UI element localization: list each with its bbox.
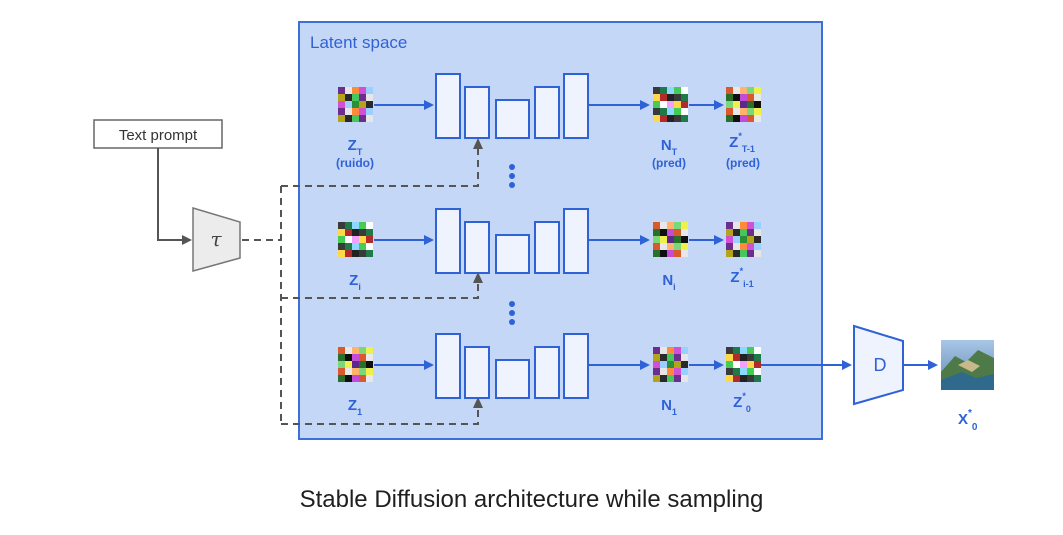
latent-input-noise — [338, 222, 373, 257]
output-main: X — [958, 411, 968, 428]
denoised-latent — [726, 347, 761, 382]
denoised-latent — [726, 87, 761, 122]
decoder-symbol: D — [874, 355, 887, 375]
encoder-symbol: τ — [210, 227, 222, 251]
out-label-sup: * — [738, 131, 742, 141]
ellipsis-dots-top — [509, 164, 515, 188]
predicted-noise — [653, 87, 688, 122]
unet-block — [534, 346, 560, 399]
unet-block — [563, 208, 589, 274]
pred-label: N1 — [661, 397, 677, 417]
out-label-main: Z — [730, 269, 739, 286]
pred-label-sub: i — [673, 282, 676, 292]
out-note: (pred) — [726, 156, 760, 170]
unet-blocks — [435, 208, 589, 274]
pred-label-main: N — [661, 137, 672, 154]
conditioning-arrowheads — [473, 138, 483, 408]
pred-label-main: N — [661, 397, 672, 414]
input-label-sub: T — [357, 147, 363, 157]
out-label: Z* i-1 — [730, 266, 753, 289]
unet-block — [563, 73, 589, 139]
input-label: Z1 — [348, 397, 362, 417]
output-label: X*0 — [958, 408, 978, 433]
out-label-sub: T-1 — [742, 144, 755, 154]
unet-block — [495, 359, 530, 399]
unet-block — [534, 86, 560, 139]
pred-label-sub: 1 — [672, 407, 677, 417]
text-encoder-shape — [192, 206, 241, 272]
unet-block — [435, 333, 461, 399]
text-prompt-box — [93, 119, 223, 149]
latent-input-noise — [338, 87, 373, 122]
unet-block — [435, 208, 461, 274]
input-label: Zi — [349, 272, 361, 292]
input-label-main: Z — [348, 397, 357, 414]
output-sup: * — [968, 408, 972, 419]
out-label-main: Z — [733, 394, 742, 411]
conditioning-lines — [242, 147, 479, 425]
latent-space-title: Latent space — [310, 33, 407, 52]
out-label-sup: * — [742, 391, 746, 401]
pred-label: NT — [661, 137, 678, 157]
pred-label-sub: T — [672, 147, 678, 157]
unet-block — [435, 73, 461, 139]
unet-blocks — [435, 73, 589, 139]
out-label-sub: i-1 — [743, 279, 754, 289]
output-image — [941, 340, 994, 390]
ellipsis-dots-bottom — [509, 301, 515, 325]
unet-block — [563, 333, 589, 399]
text-prompt-label: Text prompt — [119, 127, 198, 144]
latent-input-noise — [338, 347, 373, 382]
predicted-noise — [653, 222, 688, 257]
pred-note: (pred) — [652, 156, 686, 170]
out-label: Z*T-1 — [729, 131, 755, 154]
prompt-to-encoder-arrow — [157, 148, 192, 245]
decoder-shape — [853, 324, 904, 406]
pred-label: Ni — [662, 272, 675, 292]
unet-block — [464, 346, 490, 399]
out-label: Z*0 — [733, 391, 751, 414]
input-label-sub: 1 — [357, 407, 362, 417]
unet-blocks — [435, 333, 589, 399]
unet-block — [495, 99, 530, 139]
out-label-main: Z — [729, 134, 738, 151]
pred-label-main: N — [662, 272, 673, 289]
out-label-sup: * — [740, 266, 744, 276]
predicted-noise — [653, 347, 688, 382]
denoised-latent — [726, 222, 761, 257]
input-label-main: Z — [348, 137, 357, 154]
unet-block — [534, 221, 560, 274]
output-sub: 0 — [972, 422, 978, 433]
input-label: ZT — [348, 137, 363, 157]
unet-block — [464, 221, 490, 274]
caption: Stable Diffusion architecture while samp… — [299, 486, 764, 513]
input-label-main: Z — [349, 272, 358, 289]
input-note: (ruido) — [336, 156, 374, 170]
unet-block — [464, 86, 490, 139]
unet-block — [495, 234, 530, 274]
input-label-sub: i — [358, 282, 361, 292]
out-label-sub: 0 — [746, 404, 751, 414]
